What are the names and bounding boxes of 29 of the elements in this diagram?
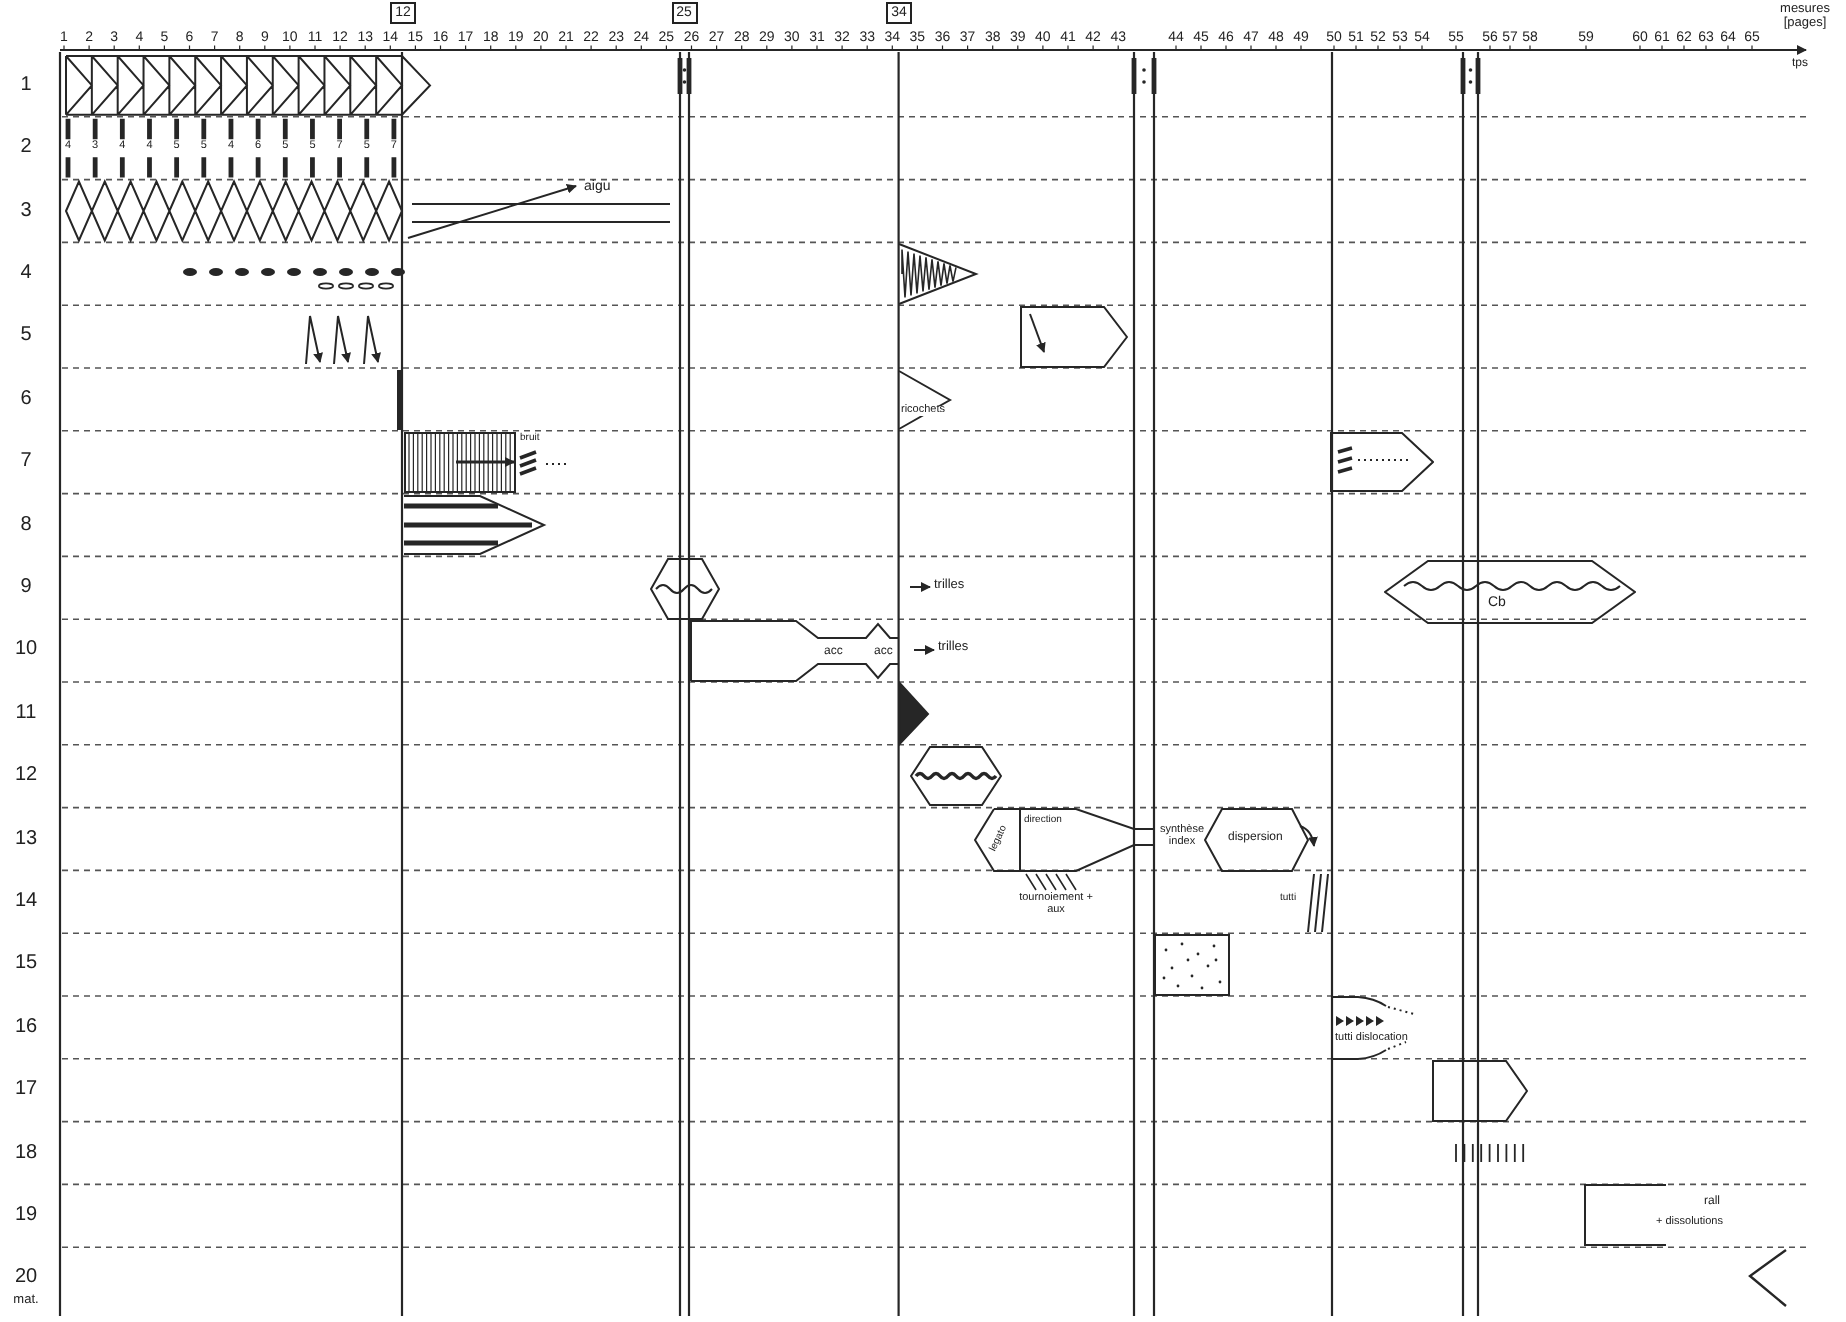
row-number: 16 xyxy=(14,1016,38,1038)
row-number: 17 xyxy=(14,1079,38,1101)
bracket-symbol xyxy=(690,620,898,682)
row-number: 10 xyxy=(14,640,38,662)
row-number: 14 xyxy=(14,891,38,913)
row-number: 9 xyxy=(20,577,32,599)
row-number: 5 xyxy=(20,326,32,348)
row-number: 20 xyxy=(14,1268,38,1290)
funnel-symbol xyxy=(974,808,1154,872)
dotted-box-symbol xyxy=(1154,934,1230,996)
row-number: 6 xyxy=(20,388,32,410)
row-number: 8 xyxy=(20,514,32,536)
hexagon-symbol xyxy=(1384,560,1636,624)
row-number: 15 xyxy=(14,954,38,976)
row-number: 3 xyxy=(20,200,32,222)
row-number: 19 xyxy=(14,1205,38,1227)
row-number: 11 xyxy=(15,702,37,724)
hexagon-symbol xyxy=(1204,808,1320,872)
row-number: 7 xyxy=(20,451,32,473)
pentagon-symbol xyxy=(1020,306,1128,368)
pentagon-symbol xyxy=(1432,1060,1528,1122)
row-number: 18 xyxy=(14,1142,38,1164)
hexagon-symbol xyxy=(910,746,1002,806)
row-number: 1 xyxy=(20,74,32,96)
row-number: 4 xyxy=(20,263,32,285)
row-number: 13 xyxy=(14,828,38,850)
row-number: 2 xyxy=(20,137,32,159)
hexagon-symbol xyxy=(650,558,720,620)
row-number: 12 xyxy=(14,765,38,787)
